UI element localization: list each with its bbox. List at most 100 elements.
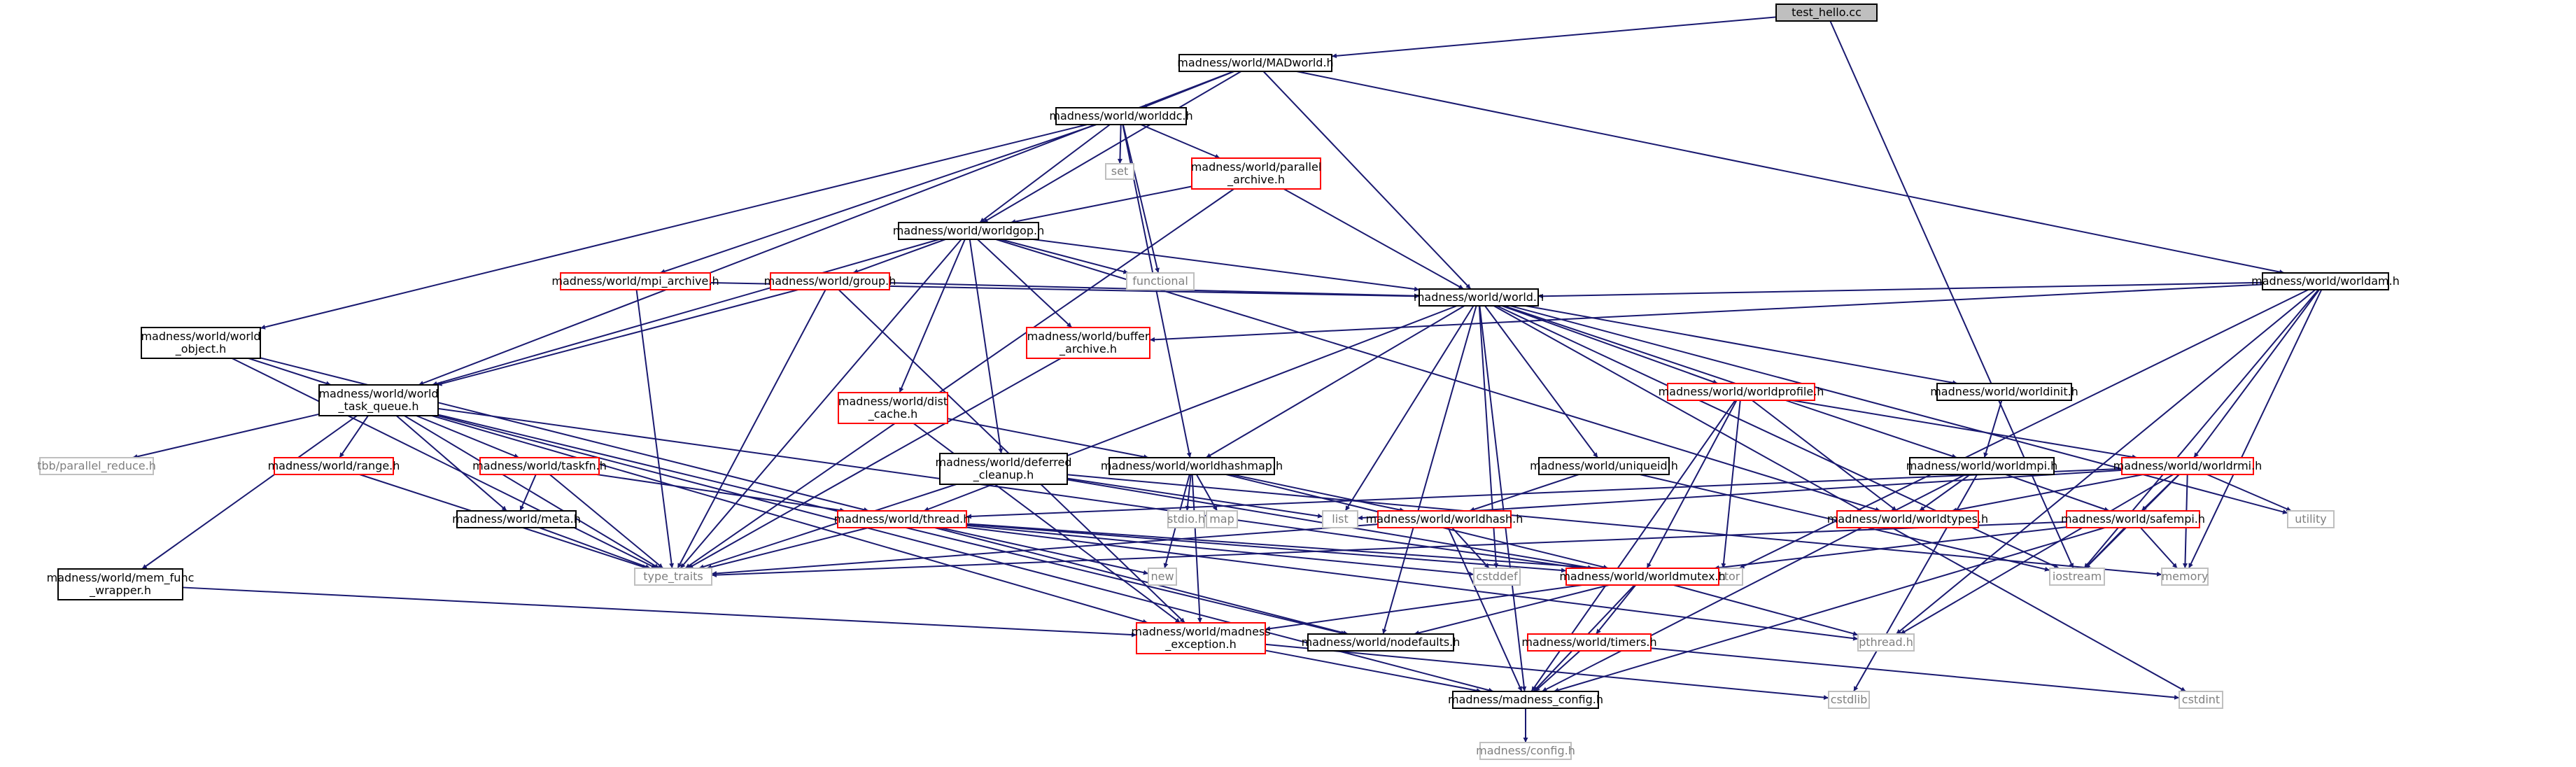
include-edge-worlddc-to-functional (1122, 124, 1160, 274)
node-box-group (770, 272, 890, 290)
include-edge-safempi-to-madness_config (1554, 527, 2105, 693)
include-edge-taskfn-to-meta (519, 474, 537, 512)
node-box-set (1105, 163, 1134, 180)
node-label-worldhashmap: madness/world/worldhashmap.h (1101, 459, 1283, 472)
node-tbb_reduce: tbb/parallel_reduce.h (37, 457, 156, 475)
node-label-stdio: stdio.h (1167, 512, 1205, 526)
node-box-cstdlib (1828, 691, 1870, 709)
node-box-type_traits (634, 568, 712, 586)
include-edge-worldmutex-to-pthread (1673, 584, 1859, 636)
node-meta[interactable]: madness/world/meta.h (452, 510, 581, 528)
include-edge-thread-to-new (940, 527, 1149, 575)
node-label-tbb_reduce: tbb/parallel_reduce.h (37, 459, 156, 473)
node-group[interactable]: madness/world/group.h (764, 272, 896, 290)
node-label-task_queue-line2: _task_queue.h (337, 400, 418, 414)
node-set: set (1105, 163, 1134, 180)
node-label-uniqueid: madness/world/uniqueid.h (1530, 459, 1678, 472)
node-label-worldtypes: madness/world/worldtypes.h (1827, 512, 1988, 526)
node-iostream: iostream (2049, 568, 2105, 586)
node-worldmutex[interactable]: madness/world/worldmutex.h (1559, 568, 1726, 586)
node-world[interactable]: madness/world/world.h (1414, 288, 1544, 307)
node-par_archive[interactable]: madness/world/parallel_archive.h (1191, 157, 1322, 190)
node-box-worldmutex (1565, 568, 1719, 586)
node-worldgop[interactable]: madness/world/worldgop.h (893, 222, 1044, 240)
node-dist_cache[interactable]: madness/world/dist_cache.h (838, 392, 948, 424)
node-madness_exception[interactable]: madness/world/madness_exception.h (1131, 622, 1271, 654)
node-safempi[interactable]: madness/world/safempi.h (2061, 510, 2205, 528)
node-worldprofile[interactable]: madness/world/worldprofile.h (1659, 383, 1824, 401)
node-box-buffer_archive (1026, 327, 1150, 359)
node-mem_func[interactable]: madness/world/mem_func_wrapper.h (47, 568, 195, 600)
node-config: madness/config.h (1476, 742, 1575, 760)
include-edge-task_queue-to-madness_exception (431, 415, 1148, 624)
include-edge-dist_cache-to-worldhashmap (947, 418, 1149, 460)
node-world_object[interactable]: madness/world/world_object.h (141, 327, 261, 359)
node-taskfn[interactable]: madness/world/taskfn.h (472, 457, 607, 475)
node-label-worldhash: madness/world/worldhash.h (1366, 512, 1523, 526)
include-edge-thread-to-vector (966, 523, 1703, 577)
node-madworld[interactable]: madness/world/MADworld.h (1177, 54, 1334, 72)
node-label-group: madness/world/group.h (764, 274, 896, 288)
node-nodefaults[interactable]: madness/world/nodefaults.h (1302, 633, 1461, 652)
node-box-worldmpi (1909, 457, 2055, 475)
node-test_hello[interactable]: test_hello.cc (1775, 3, 1878, 22)
node-label-new: new (1150, 570, 1174, 583)
node-worldtypes[interactable]: madness/world/worldtypes.h (1827, 510, 1988, 528)
include-edge-thread-to-pthread (966, 526, 1859, 641)
node-box-worldprofile (1667, 383, 1815, 401)
node-box-range (274, 457, 394, 475)
node-range[interactable]: madness/world/range.h (268, 457, 400, 475)
node-box-mem_func (57, 568, 183, 600)
node-box-thread (837, 510, 967, 528)
include-edge-taskfn-to-thread (596, 474, 845, 513)
include-edge-world-to-nodefaults (1381, 305, 1477, 635)
include-edge-worldrmi-to-worldtypes (1951, 474, 2144, 513)
include-edge-madness_exception-to-madness_config (1265, 649, 1481, 694)
node-label-buffer_archive-line2: _archive.h (1059, 342, 1117, 356)
include-edge-madworld-to-worldgop (982, 71, 1242, 223)
node-timers[interactable]: madness/world/timers.h (1521, 633, 1657, 652)
node-box-safempi (2066, 510, 2200, 528)
node-functional: functional (1126, 272, 1195, 290)
include-edge-worldhash-to-cstddef (1451, 527, 1490, 569)
node-mpi_archive[interactable]: madness/world/mpi_archive.h (551, 272, 719, 290)
node-worldhash[interactable]: madness/world/worldhash.h (1366, 510, 1523, 528)
node-label-test_hello: test_hello.cc (1792, 6, 1861, 20)
include-edge-safempi-to-iostream (2084, 527, 2126, 569)
node-label-par_archive-line2: _archive.h (1227, 173, 1285, 187)
node-worldmpi[interactable]: madness/world/worldmpi.h (1906, 457, 2058, 475)
include-edge-worldhash-to-madness_config (1447, 527, 1523, 692)
node-thread[interactable]: madness/world/thread.h (834, 510, 971, 528)
include-edge-worldhashmap-to-map (1195, 474, 1218, 512)
node-label-worldam: madness/world/worldam.h (2251, 274, 2400, 288)
node-worlddc[interactable]: madness/world/worlddc.h (1049, 107, 1193, 125)
node-box-madworld (1178, 54, 1332, 72)
node-box-world (1419, 288, 1539, 307)
include-edge-par_archive-to-world (1283, 188, 1464, 290)
node-box-world_object (141, 327, 261, 359)
node-box-cstddef (1473, 568, 1521, 586)
node-list: list (1322, 510, 1358, 528)
node-box-utility (2287, 510, 2335, 528)
node-box-mpi_archive (560, 272, 711, 290)
include-edge-worldgop-to-group (852, 239, 946, 274)
node-worldam[interactable]: madness/world/worldam.h (2251, 272, 2400, 290)
node-task_queue[interactable]: madness/world/world_task_queue.h (318, 384, 439, 416)
node-madness_config[interactable]: madness/madness_config.h (1448, 691, 1603, 709)
node-box-new (1148, 568, 1177, 586)
node-box-nodefaults (1307, 633, 1454, 652)
node-label-deferred-line2: _cleanup.h (973, 468, 1034, 482)
node-worldinit[interactable]: madness/world/worldinit.h (1930, 383, 2078, 401)
node-label-functional: functional (1132, 274, 1188, 288)
node-buffer_archive[interactable]: madness/world/buffer_archive.h (1026, 327, 1150, 359)
node-worldhashmap[interactable]: madness/world/worldhashmap.h (1101, 457, 1283, 475)
node-label-worldinit: madness/world/worldinit.h (1930, 385, 2078, 398)
node-deferred[interactable]: madness/world/deferred_cleanup.h (935, 453, 1072, 485)
node-label-timers: madness/world/timers.h (1521, 635, 1656, 649)
node-box-madness_exception (1136, 622, 1266, 654)
node-box-worldhashmap (1108, 457, 1275, 475)
node-uniqueid[interactable]: madness/world/uniqueid.h (1530, 457, 1678, 475)
node-worldrmi[interactable]: madness/world/worldrmi.h (2113, 457, 2262, 475)
node-new: new (1148, 568, 1177, 586)
